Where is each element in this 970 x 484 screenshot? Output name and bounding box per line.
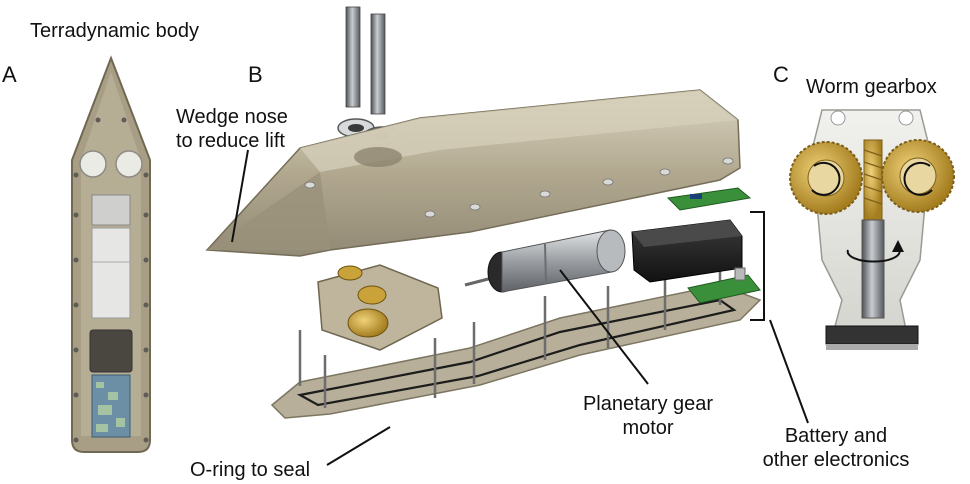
panel-letter-c: C	[773, 62, 789, 87]
panel-letter-b: B	[248, 62, 263, 87]
circuit-board-upper	[666, 187, 752, 211]
wedge-callout-line1: Wedge nose	[176, 106, 288, 128]
worm-gearbox-illustration	[789, 109, 955, 350]
battery-callout-line1: Battery and	[784, 425, 888, 447]
planetary-gear-motor	[464, 229, 626, 293]
leader-lines	[231, 149, 809, 466]
panel-letter-a: A	[2, 62, 17, 87]
terradynamic-body-top-view	[71, 55, 151, 453]
panel-a-title: Terradynamic body	[30, 20, 199, 42]
bottom-plate	[270, 270, 762, 419]
circuit-board-lower	[687, 267, 761, 304]
panel-c-title: Worm gearbox	[806, 76, 937, 98]
battery-callout-line2: other electronics	[762, 449, 910, 471]
top-shell	[205, 89, 741, 257]
planetary-callout-line2: motor	[622, 417, 674, 439]
battery	[631, 219, 743, 283]
wedge-callout-line2: to reduce lift	[176, 130, 285, 152]
electronics-bracket	[750, 211, 765, 321]
steel-pins	[345, 6, 386, 115]
planetary-callout-line1: Planetary gear	[582, 393, 714, 415]
gearbox-housing	[317, 264, 443, 351]
oring-callout: O-ring to seal	[190, 459, 311, 481]
